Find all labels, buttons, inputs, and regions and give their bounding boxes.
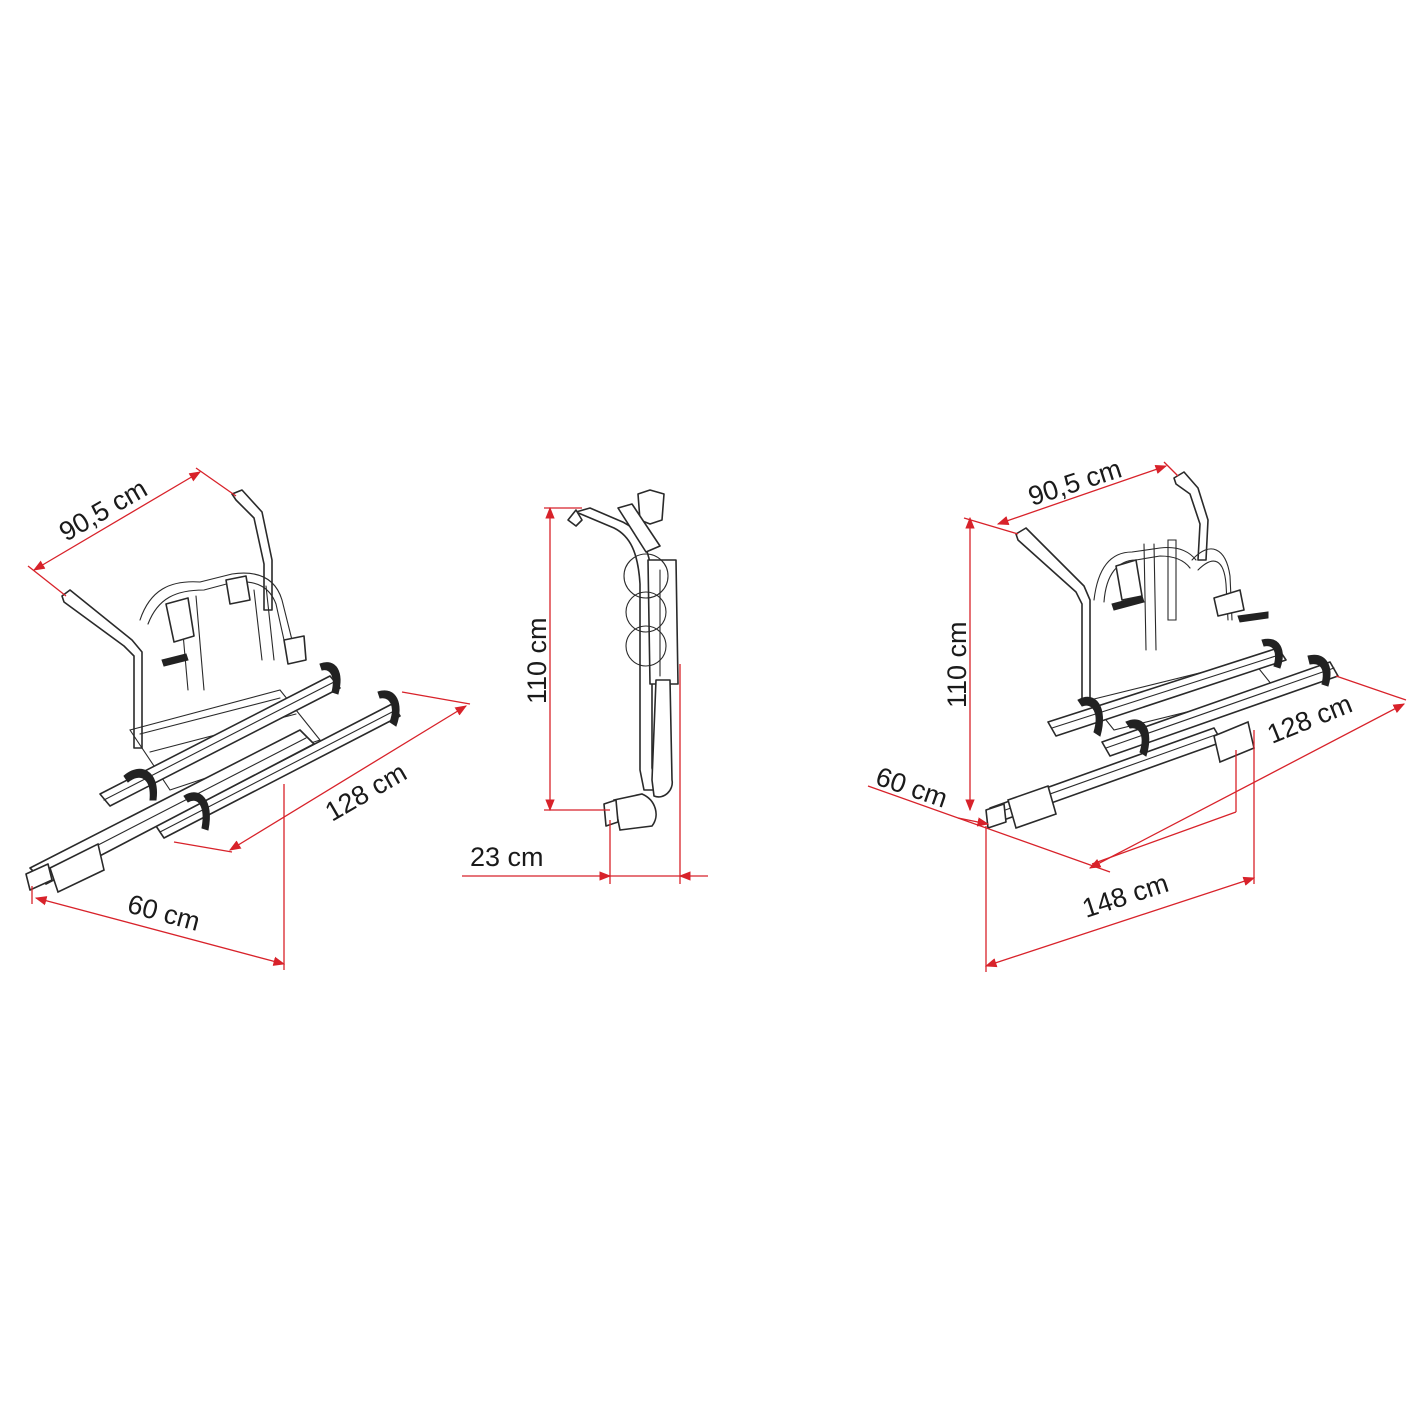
total-length-label: 148 cm bbox=[1079, 868, 1172, 924]
side-view-drawing bbox=[567, 489, 679, 831]
tail-lamp-icon bbox=[1213, 720, 1255, 764]
folded-rack-drawing bbox=[25, 489, 401, 894]
folded-rack-figure: 90,5 cm 128 cm 60 cm bbox=[25, 467, 471, 970]
depth-label: 60 cm bbox=[872, 761, 951, 813]
height-label: 110 cm bbox=[522, 617, 552, 704]
width-label: 90,5 cm bbox=[1025, 453, 1126, 511]
width-label: 90,5 cm bbox=[54, 473, 152, 547]
tail-lamp-icon bbox=[49, 842, 105, 894]
height-label: 110 cm bbox=[942, 621, 972, 708]
side-view-figure: 110 cm 23 cm bbox=[462, 489, 708, 884]
depth-label: 60 cm bbox=[124, 889, 203, 937]
depth-label: 23 cm bbox=[470, 842, 544, 872]
tail-lamp-icon bbox=[1007, 784, 1057, 830]
extended-rack-figure: 90,5 cm 110 cm 128 cm 60 cm 148 cm bbox=[867, 453, 1407, 972]
extended-rack-drawing bbox=[985, 471, 1339, 830]
